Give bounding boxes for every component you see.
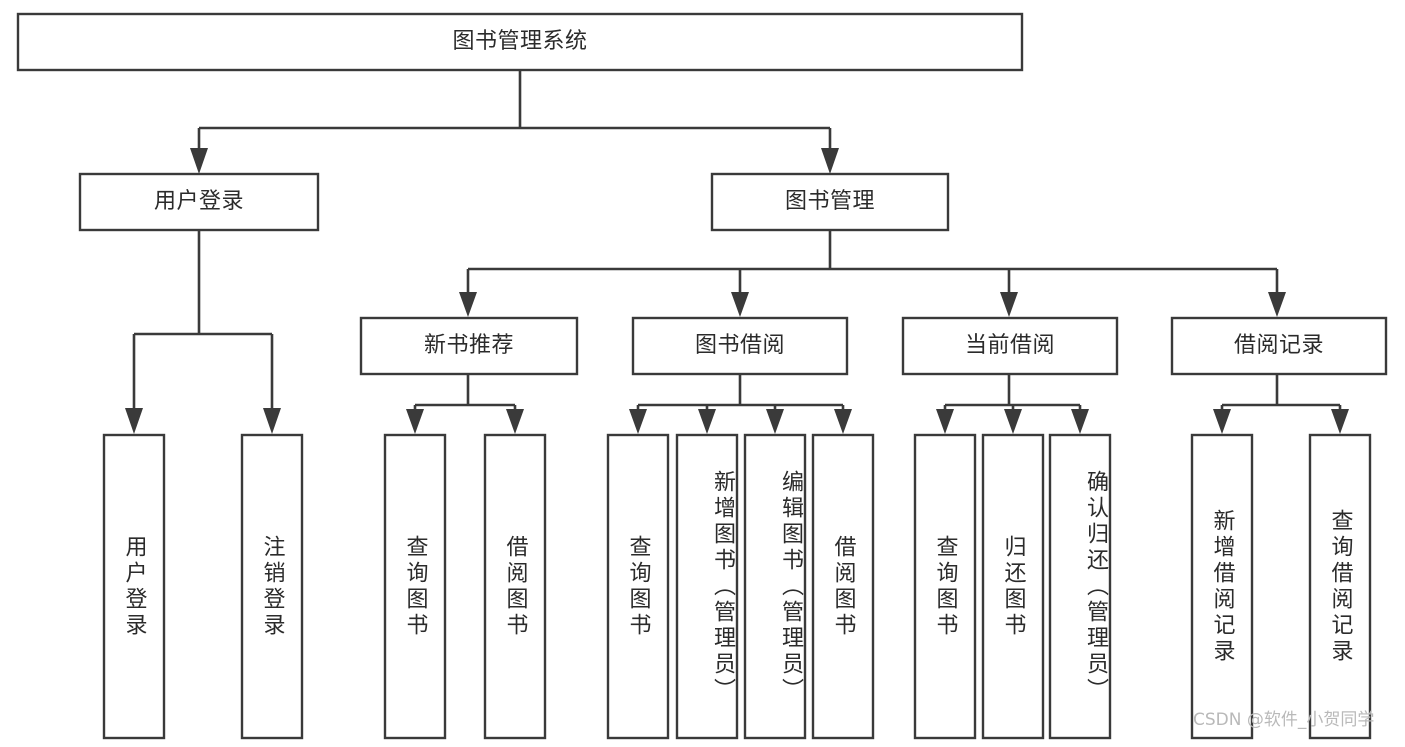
connector-group-borrow-record [1213, 374, 1349, 434]
node-box-book-borrow[interactable] [631, 316, 849, 376]
node-box-leaf-borrow-book-recommend[interactable] [483, 433, 547, 740]
arrow-head-current-borrow [1000, 292, 1018, 317]
node-box-leaf-edit-book-admin[interactable] [743, 433, 807, 740]
arrow-head-leaf-query-book-borrow [629, 409, 647, 434]
node-box-root[interactable] [16, 12, 1024, 72]
node-box-leaf-query-book-recommend[interactable] [383, 433, 447, 740]
node-box-leaf-confirm-return-admin[interactable] [1048, 433, 1112, 740]
arrow-head-new-book-recommend [459, 292, 477, 317]
arrow-head-user-login [190, 148, 208, 174]
node-box-leaf-query-book-borrow[interactable] [606, 433, 670, 740]
connector-group-current-borrow [936, 374, 1089, 434]
arrow-head-leaf-query-borrow-record [1331, 409, 1349, 434]
node-box-new-book-recommend[interactable] [359, 316, 579, 376]
node-box-book-management[interactable] [710, 172, 950, 232]
arrow-head-leaf-add-borrow-record [1213, 409, 1231, 434]
arrow-head-leaf-query-book-recommend [406, 409, 424, 434]
arrow-head-leaf-confirm-return-admin [1071, 409, 1089, 434]
arrow-head-leaf-borrow-book [834, 409, 852, 434]
arrow-head-leaf-add-book-admin [698, 409, 716, 434]
connector-group-user-login [125, 230, 281, 434]
connector-group-new-book-recommend [406, 374, 524, 434]
node-box-leaf-borrow-book[interactable] [811, 433, 875, 740]
node-box-user-login[interactable] [78, 172, 320, 232]
node-box-leaf-query-book-current[interactable] [913, 433, 977, 740]
connector-group-root [190, 70, 839, 174]
node-box-leaf-user-login[interactable] [102, 433, 166, 740]
arrow-head-borrow-record [1268, 292, 1286, 317]
arrow-head-leaf-borrow-book-recommend [506, 409, 524, 434]
node-box-leaf-query-borrow-record[interactable] [1308, 433, 1372, 740]
arrow-head-leaf-return-book [1004, 409, 1022, 434]
connector-group-book-borrow [629, 374, 852, 434]
node-box-leaf-add-borrow-record[interactable] [1190, 433, 1254, 740]
node-box-leaf-add-book-admin[interactable] [675, 433, 739, 740]
arrow-head-leaf-user-login [125, 408, 143, 434]
connector-group-book-management [459, 230, 1286, 317]
arrow-head-leaf-logout [263, 408, 281, 434]
arrow-head-leaf-query-book-current [936, 409, 954, 434]
node-box-leaf-logout[interactable] [240, 433, 304, 740]
node-box-borrow-record[interactable] [1170, 316, 1388, 376]
arrow-head-leaf-edit-book-admin [766, 409, 784, 434]
arrow-head-book-management [821, 148, 839, 174]
node-box-current-borrow[interactable] [901, 316, 1119, 376]
arrow-head-book-borrow [731, 292, 749, 317]
node-box-leaf-return-book[interactable] [981, 433, 1045, 740]
